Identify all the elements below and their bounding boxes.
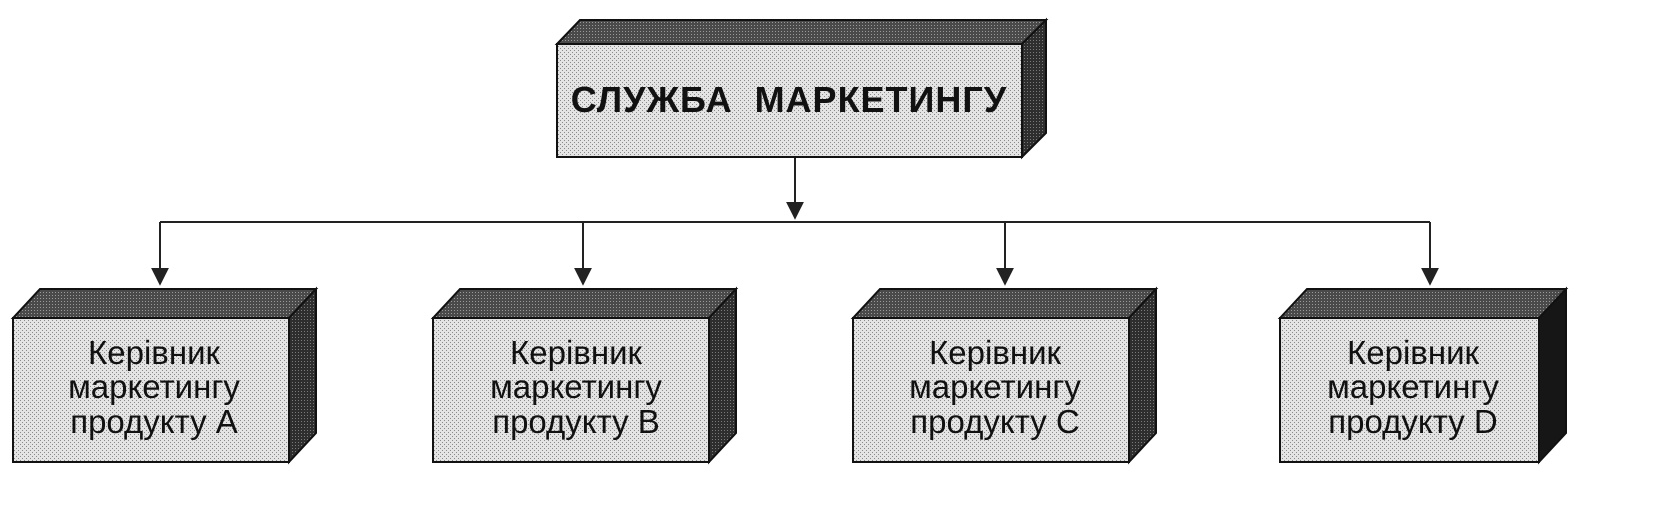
child-box-top-side <box>430 288 739 319</box>
child-box-product-d: Керівник маркетингу продукту D <box>1277 286 1569 465</box>
child-box-face <box>12 317 290 463</box>
child-box-product-a: Керівник маркетингу продукту А <box>10 286 319 465</box>
child-box-top-side <box>10 288 319 319</box>
child-box-right-side <box>1538 286 1567 465</box>
root-box-label: СЛУЖБА МАРКЕТИНГУ <box>571 79 1007 120</box>
child-box-label-line-3: продукту D <box>1328 403 1497 440</box>
connectors <box>151 158 1439 286</box>
child-box-product-b: Керівник маркетингу продукту В <box>430 286 739 465</box>
root-box-right-side <box>1021 17 1047 160</box>
child-box-top-side <box>1277 288 1569 319</box>
child-box-label-line-2: маркетингу <box>909 368 1081 405</box>
child-box-label-line-3: продукту С <box>910 403 1079 440</box>
child-box-face <box>1279 317 1540 463</box>
root-box-marketing-service: СЛУЖБА МАРКЕТИНГУ <box>554 17 1049 160</box>
root-box-top-side <box>554 19 1049 45</box>
child-box-label-line-2: маркетингу <box>68 368 240 405</box>
child-box-label-line-2: маркетингу <box>490 368 662 405</box>
root-box-face <box>556 43 1023 158</box>
child-box-label-line-3: продукту В <box>492 403 660 440</box>
child-box-label-line-1: Керівник <box>929 334 1061 371</box>
child-box-label-line-2: маркетингу <box>1327 368 1499 405</box>
child-box-face <box>852 317 1130 463</box>
child-box-label-line-1: Керівник <box>510 334 642 371</box>
child-box-label-line-3: продукту А <box>70 403 238 440</box>
child-box-right-side <box>288 286 317 465</box>
child-box-face <box>432 317 710 463</box>
child-box-product-c: Керівник маркетингу продукту С <box>850 286 1159 465</box>
child-box-right-side <box>1128 286 1157 465</box>
child-box-label-line-1: Керівник <box>88 334 220 371</box>
child-box-label-line-1: Керівник <box>1347 334 1479 371</box>
child-box-top-side <box>850 288 1159 319</box>
child-box-right-side <box>708 286 737 465</box>
